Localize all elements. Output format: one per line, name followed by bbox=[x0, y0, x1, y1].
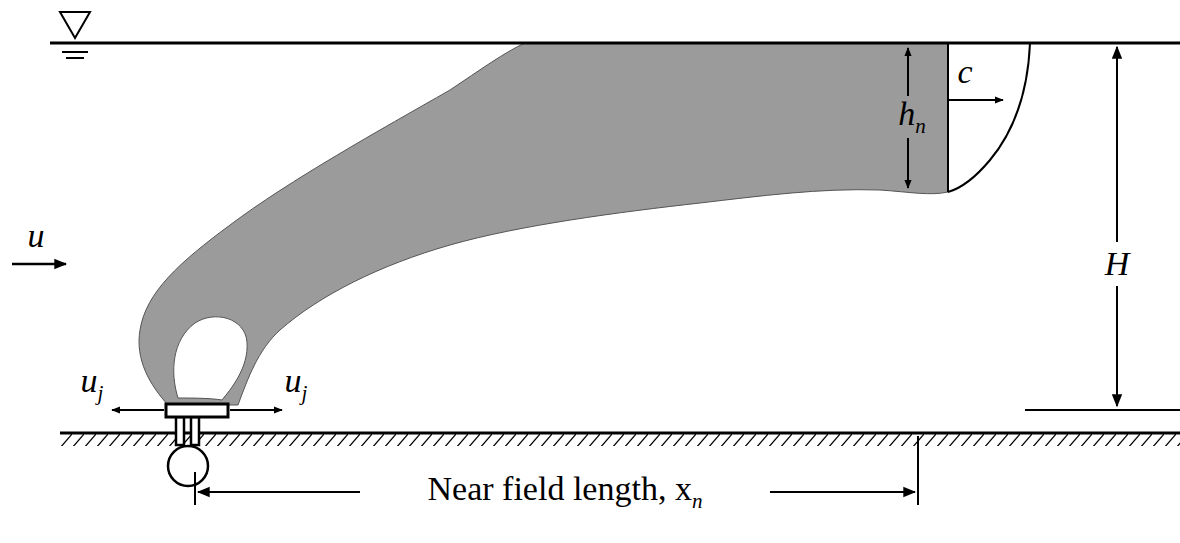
water-level-symbol bbox=[60, 12, 90, 58]
diffuser bbox=[166, 404, 228, 486]
near-field-length-label: Near field length, xn bbox=[425, 472, 706, 511]
bed-line bbox=[60, 432, 1180, 435]
current-arrow bbox=[12, 263, 66, 266]
thickness-dimension bbox=[907, 138, 909, 188]
layer-thickness-label: hn bbox=[895, 97, 929, 136]
jet-arrow bbox=[230, 409, 282, 411]
depth-reference bbox=[1025, 409, 1180, 411]
length-dimension bbox=[198, 491, 360, 493]
length-dimension bbox=[770, 491, 915, 493]
velocity-arrow bbox=[948, 99, 1003, 101]
depth-dimension bbox=[1116, 47, 1118, 242]
jet-velocity-label: uj bbox=[282, 364, 311, 403]
extension-line bbox=[917, 436, 919, 505]
extension-line bbox=[194, 472, 196, 505]
jet-arrow bbox=[112, 409, 164, 411]
current-velocity-label: u bbox=[25, 219, 48, 253]
plume bbox=[139, 43, 948, 405]
profile-axis bbox=[947, 43, 949, 192]
bed-hatching bbox=[60, 433, 1180, 446]
jet-velocity-label: uj bbox=[78, 364, 107, 403]
depth-dimension bbox=[1116, 286, 1118, 406]
water-surface bbox=[50, 42, 1180, 45]
velocity-profile bbox=[948, 43, 1030, 192]
depth-label: H bbox=[1102, 247, 1133, 281]
velocity-label: c bbox=[954, 55, 975, 89]
thickness-dimension bbox=[907, 48, 909, 96]
